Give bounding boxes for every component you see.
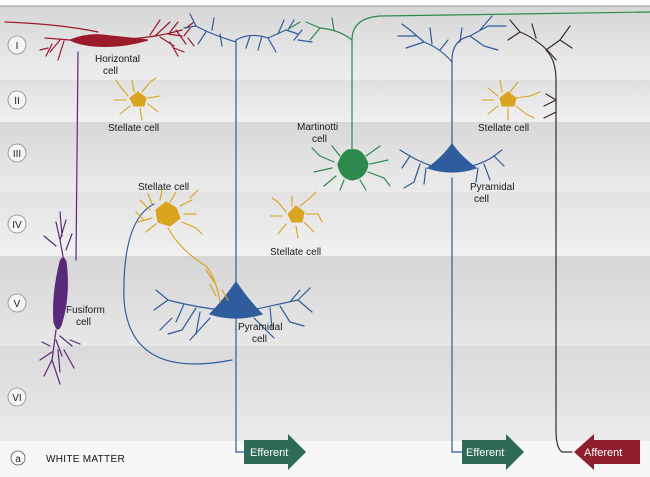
layer-marker-2: II <box>7 90 27 110</box>
layer-marker-1: I <box>7 35 27 55</box>
pyramidal-left-label-line1: Pyramidal <box>238 322 282 333</box>
panel-letter-text: a <box>15 454 21 465</box>
martinotti-cell <box>289 11 650 191</box>
layer-band-5 <box>0 256 650 346</box>
afferent-arrow: Afferent <box>574 434 640 470</box>
layer-label-2: II <box>14 96 20 107</box>
layer-label-4: IV <box>12 220 22 231</box>
layer-label-5: V <box>14 299 21 310</box>
afferent-fiber <box>507 19 573 453</box>
stellate-center-soma <box>287 205 305 223</box>
stellate-mid-soma <box>155 201 181 227</box>
layer-marker-6: VI <box>7 387 27 407</box>
layer-band-3 <box>0 122 650 192</box>
horizontal-cell-label: Horizontal <box>95 54 140 65</box>
pyramidal-right-label-line1: Pyramidal <box>470 182 514 193</box>
pyramidal-soma-left <box>208 280 264 319</box>
layer-markers: I II III IV V VI <box>7 35 27 407</box>
fusiform-cell-label: Fusiform <box>66 305 105 316</box>
stellate-top-label: Stellate cell <box>108 123 159 134</box>
stellate-cell-mid <box>135 189 229 303</box>
stellate-cell-right <box>481 79 541 121</box>
stellate-cell-top <box>113 77 161 121</box>
stellate-top-soma <box>129 91 147 107</box>
layer-label-6: VI <box>12 393 21 404</box>
martinotti-label-line1: Martinotti <box>297 122 338 133</box>
layer-band-4 <box>0 192 650 256</box>
horizontal-cell-label-line2: cell <box>103 66 118 77</box>
horizontal-cell <box>4 19 195 61</box>
layer-marker-3: III <box>7 143 27 163</box>
pyramidal-cell-left <box>123 13 313 453</box>
white-matter-band <box>0 441 650 477</box>
layer-marker-5: V <box>7 293 27 313</box>
efferent-arrow-right: Efferent <box>462 434 524 470</box>
stellate-center-label: Stellate cell <box>270 247 321 258</box>
fusiform-soma <box>53 257 68 330</box>
panel-letter: a <box>10 450 26 466</box>
layer-band-6 <box>0 346 650 441</box>
layer-label-3: III <box>13 149 21 160</box>
stellate-mid-label: Stellate cell <box>138 182 189 193</box>
fusiform-cell-label-line2: cell <box>76 317 91 328</box>
white-matter-label: WHITE MATTER <box>46 454 125 465</box>
stellate-right-soma <box>499 91 517 107</box>
pyramidal-soma-right <box>426 142 478 173</box>
martinotti-label-line2: cell <box>312 134 327 145</box>
efferent-arrow-left: Efferent <box>244 434 306 470</box>
stellate-cell-center <box>269 191 323 239</box>
pyramidal-left-label-line2: cell <box>252 334 267 345</box>
pyramidal-cell-right <box>397 15 507 453</box>
stellate-right-label: Stellate cell <box>478 123 529 134</box>
pyramidal-right-label-line2: cell <box>474 194 489 205</box>
layer-label-1: I <box>16 41 19 52</box>
fusiform-cell <box>39 51 81 385</box>
afferent-label: Afferent <box>584 447 622 459</box>
martinotti-soma <box>337 149 369 181</box>
layer-bands <box>0 5 650 477</box>
layer-marker-4: IV <box>7 214 27 234</box>
efferent-right-label: Efferent <box>466 447 504 459</box>
layer-band-2 <box>0 80 650 122</box>
efferent-left-label: Efferent <box>250 447 288 459</box>
horizontal-soma <box>68 34 149 47</box>
